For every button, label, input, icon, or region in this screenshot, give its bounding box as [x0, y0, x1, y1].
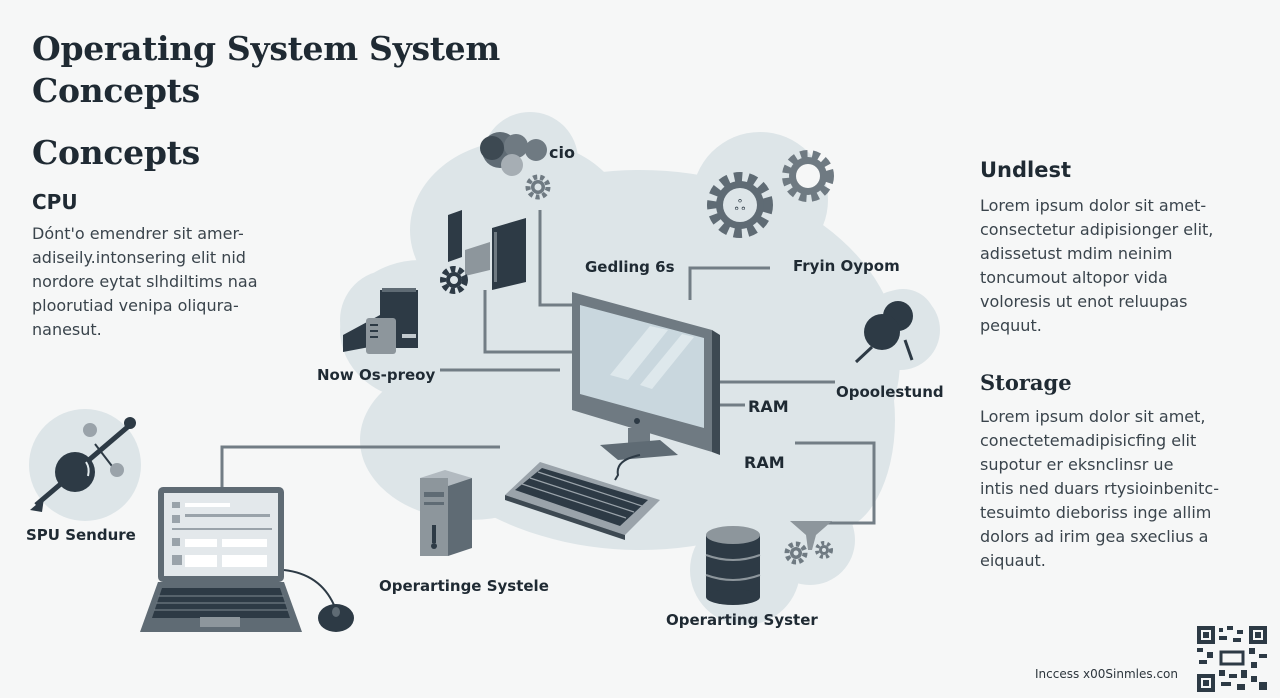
- server-towers-icon: [448, 210, 526, 290]
- process-cluster-icon: [480, 132, 547, 176]
- cpu-line: Dónt'o emendrer sit amer-: [32, 224, 244, 243]
- label-fryin: Fryin Oypom: [793, 257, 900, 275]
- undlest-line: pequut.: [980, 316, 1042, 335]
- storage-line: intis ned duars rtysioinbenitc-: [980, 479, 1219, 498]
- label-ram-2: RAM: [744, 453, 785, 472]
- undlest-heading: Undlest: [980, 158, 1072, 182]
- database-icon: [705, 526, 761, 605]
- storage-line: Lorem ipsum dolor sit amet,: [980, 407, 1206, 426]
- footer-link[interactable]: Inccess x00Sinmles.con: [1035, 667, 1178, 681]
- label-operarting-syster: Operarting Syster: [666, 611, 818, 629]
- undlest-line: toncumout altopor vida: [980, 268, 1168, 287]
- undlest-line: Lorem ipsum dolor sit amet-: [980, 196, 1207, 215]
- cpu-heading: CPU: [32, 190, 78, 214]
- gear-icon-outline: [782, 150, 834, 202]
- storage-line: conectetemadipisicfing elit: [980, 431, 1197, 450]
- label-opooles: Opoolestund: [836, 383, 944, 401]
- gear-icon-large: ஃ: [707, 172, 773, 238]
- label-cio: cio: [549, 143, 575, 162]
- storage-line: supotur er eksnclinsr ue: [980, 455, 1174, 474]
- monitor-icon: [572, 292, 720, 460]
- storage-heading: Storage: [980, 370, 1072, 395]
- undlest-line: consectetur adipisionger elit,: [980, 220, 1214, 239]
- satellite-icon: [854, 289, 936, 364]
- funnel-gears-icon: [784, 521, 833, 565]
- cpu-description: Dónt'o emendrer sit amer- adiseily.inton…: [32, 222, 302, 342]
- title-line-1: Operating System System: [32, 29, 500, 68]
- mouse-icon: [318, 604, 354, 632]
- label-ram-1: RAM: [748, 397, 789, 416]
- storage-section: Storage Lorem ipsum dolor sit amet, cone…: [980, 370, 1270, 573]
- connector-lines: [220, 210, 876, 525]
- label-gedling: Gedling 6s: [585, 258, 675, 276]
- storage-line: tesuimto dieboriss inge allim: [980, 503, 1212, 522]
- cpu-line: ploorutiad venipa oliqura-: [32, 296, 239, 315]
- cpu-section: CPU Dónt'o emendrer sit amer- adiseily.i…: [32, 190, 302, 342]
- page-subtitle: Concepts: [32, 133, 200, 172]
- page-title: Operating System System Concepts: [32, 28, 500, 112]
- qr-code-icon: [1197, 626, 1267, 692]
- cpu-line: nordore eytat slhdiltims naa: [32, 272, 258, 291]
- title-line-2: Concepts: [32, 71, 200, 110]
- undlest-line: voloresis ut enot reluupas: [980, 292, 1188, 311]
- undlest-description: Lorem ipsum dolor sit amet- consectetur …: [980, 194, 1270, 338]
- pc-tower-icon: [420, 470, 472, 556]
- storage-line: eiquaut.: [980, 551, 1046, 570]
- label-operartinge-systele: Operartinge Systele: [379, 577, 549, 595]
- keyboard-icon: [505, 454, 660, 540]
- svg-text:ஃ: ஃ: [735, 198, 746, 214]
- storage-description: Lorem ipsum dolor sit amet, conectetemad…: [980, 405, 1270, 573]
- laptop-icon: [140, 487, 335, 632]
- cpu-line: nanesut.: [32, 320, 102, 339]
- network-nodes-icon: [30, 417, 136, 512]
- gear-icon: [525, 174, 551, 200]
- label-spu-sendure: SPU Sendure: [26, 526, 136, 544]
- storage-line: dolors ad irim gea sxeclius a: [980, 527, 1209, 546]
- undlest-section: Undlest Lorem ipsum dolor sit amet- cons…: [980, 158, 1270, 338]
- undlest-line: adissetust mdim neinim: [980, 244, 1173, 263]
- settings-gear-icon: [440, 266, 468, 294]
- cpu-line: adiseily.intonsering elit nid: [32, 248, 246, 267]
- label-now-os: Now Os-preoy: [317, 366, 436, 384]
- storage-server-icon: [343, 288, 418, 354]
